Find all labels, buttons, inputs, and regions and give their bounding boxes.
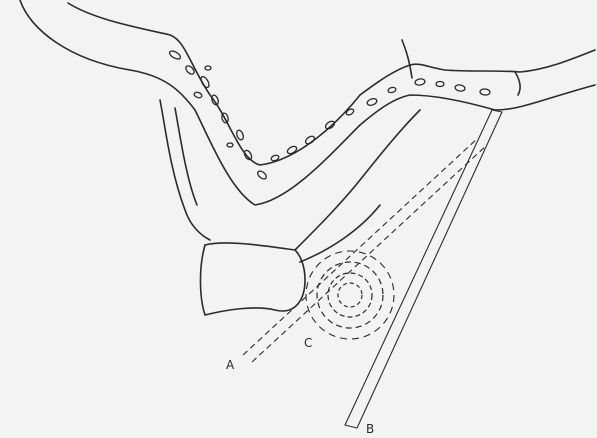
label-c: C	[304, 336, 312, 350]
bone-outer-contour	[68, 3, 595, 165]
probe-path-a	[243, 138, 487, 362]
cavity-wall-left	[160, 100, 210, 240]
label-a: A	[226, 358, 234, 372]
needle-b	[345, 110, 502, 428]
lower-mass-outline	[200, 245, 305, 315]
target-concentric-rings	[306, 251, 394, 339]
bone-spur-upper	[402, 40, 412, 78]
bone-spur-right	[515, 72, 520, 95]
lower-mass-top	[205, 243, 295, 250]
label-b: B	[366, 422, 374, 436]
membrane-curve	[295, 110, 420, 250]
bone-inner-contour	[20, 0, 595, 205]
